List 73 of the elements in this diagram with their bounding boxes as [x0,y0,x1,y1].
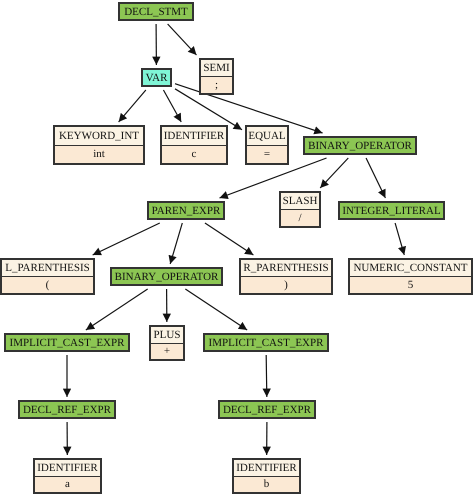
node-label: KEYWORD_INT [55,127,143,146]
tree-node [160,125,228,165]
tree-node [149,325,185,361]
node-label: IDENTIFIER [162,127,226,146]
node-label: SEMI [201,60,232,77]
arrow [262,422,271,455]
node-value: ) [283,278,289,293]
tree-node [218,400,316,419]
tree-node [110,267,223,286]
arrow [63,422,72,455]
tree-node [0,258,95,295]
node-label: SLASH [281,193,319,210]
tree-node [303,136,417,155]
node-label: R_PARENTHESIS [241,260,331,277]
arrow [174,83,323,134]
node-label: DECL_STMT [123,4,189,19]
arrow [366,158,386,198]
node-label: IDENTIFIER [35,460,100,476]
tree-node [33,458,102,494]
tree-node [4,333,130,352]
node-label: DECL_REF_EXPR [222,402,312,417]
arrow [86,288,148,330]
arrow [62,355,72,397]
tree-node [118,2,194,21]
node-label: PLUS [151,327,183,344]
arrow [174,88,242,130]
arrow [92,222,160,256]
node-value: b [262,477,270,492]
tree-node [18,400,116,419]
node-label: BINARY_OPERATOR [114,270,220,284]
node-label: BINARY_OPERATOR [307,138,413,153]
tree-node [239,258,333,295]
arrow [262,354,271,398]
node-label: PAREN_EXPR [150,204,222,218]
node-label: IMPLICIT_CAST_EXPR [208,336,324,350]
tree-node [245,125,289,165]
arrow [320,158,349,188]
tree-node [232,458,301,494]
tree-node [279,191,321,228]
node-value: int [92,147,106,162]
node-value: = [262,147,272,162]
node-value: ; [214,78,220,93]
node-label: IMPLICIT_CAST_EXPR [8,336,126,350]
node-label: VAR [144,70,168,85]
node-label: INTEGER_LITERAL [341,204,442,218]
arrow [219,157,327,199]
tree-node [199,58,234,95]
node-label: DECL_REF_EXPR [22,402,112,417]
arrow [162,289,171,322]
node-label: L_PARENTHESIS [2,260,93,277]
node-value: a [64,477,71,492]
tree-node [338,201,445,220]
arrow [168,222,183,264]
tree-node [203,333,329,352]
node-label: NUMERIC_CONSTANT [350,260,471,277]
node-value: ( [44,278,50,293]
node-label: EQUAL [247,127,287,146]
tree-node [53,125,145,165]
node-value: + [162,344,172,359]
node-label: IDENTIFIER [234,460,299,476]
arrow [152,24,161,65]
tree-node [141,68,172,87]
tree-node [348,258,473,295]
arrow [167,24,197,56]
node-value: 5 [406,278,414,293]
arrow [204,222,254,256]
arrow [162,90,182,122]
node-value: / [297,211,303,226]
arrow [394,222,406,256]
node-value: c [190,147,198,162]
arrow [118,90,146,122]
tree-node [147,201,225,220]
arrow [185,288,248,330]
